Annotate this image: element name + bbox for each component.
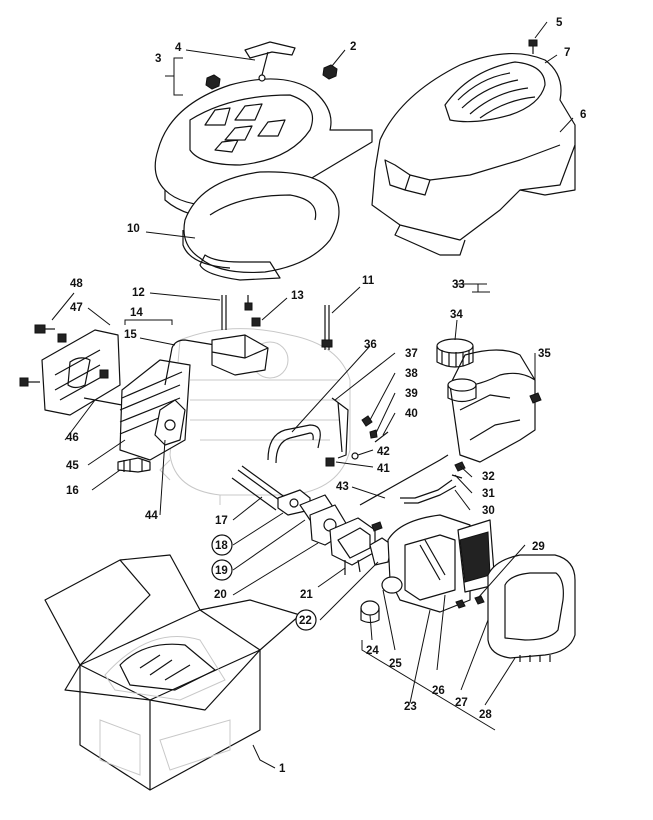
- label-42: 42: [377, 446, 390, 458]
- label-39: 39: [405, 388, 418, 400]
- label-7: 7: [564, 47, 570, 59]
- label-41: 41: [377, 463, 390, 475]
- label-28: 28: [479, 709, 492, 721]
- label-11: 11: [362, 275, 375, 287]
- label-19: 19: [215, 565, 228, 577]
- bolt-13: [251, 317, 261, 327]
- screw-5: [528, 39, 538, 54]
- label-23: 23: [404, 701, 417, 713]
- label-1: 1: [279, 763, 286, 775]
- label-31: 31: [482, 488, 495, 500]
- bolts-muffler: [19, 324, 123, 406]
- label-29: 29: [532, 541, 545, 553]
- ignition-coil: [164, 334, 269, 386]
- part-number-labels: 1 2 3 4 5 6 7 10 11 12 13 14 15 16 17 18…: [66, 17, 586, 775]
- label-46: 46: [66, 432, 79, 444]
- label-40: 40: [405, 408, 418, 420]
- label-27: 27: [455, 697, 468, 709]
- label-36: 36: [364, 339, 377, 351]
- label-22: 22: [299, 615, 312, 627]
- air-filter-cover: [487, 554, 576, 662]
- circled-label-rings: [211, 534, 317, 631]
- engine-shroud-right: [371, 53, 576, 256]
- label-5: 5: [556, 17, 563, 29]
- label-18: 18: [215, 540, 228, 552]
- label-20: 20: [214, 589, 227, 601]
- label-48: 48: [70, 278, 83, 290]
- label-16: 16: [66, 485, 79, 497]
- nut-3: [205, 74, 221, 90]
- label-43: 43: [336, 481, 349, 493]
- label-32: 32: [482, 471, 495, 483]
- label-15: 15: [124, 329, 137, 341]
- label-26: 26: [432, 685, 445, 697]
- fuel-cap: [436, 338, 474, 368]
- fuel-filter-parts: [451, 461, 466, 479]
- throttle-bracket: [325, 397, 389, 467]
- label-37: 37: [405, 348, 418, 360]
- label-17: 17: [215, 515, 228, 527]
- stud-12: [221, 295, 253, 330]
- label-13: 13: [291, 290, 304, 302]
- muffler-guard: [41, 329, 121, 416]
- stud-11: [321, 305, 333, 350]
- governor-link: [359, 454, 457, 506]
- label-34: 34: [450, 309, 463, 321]
- studs-17: [231, 465, 287, 511]
- label-45: 45: [66, 460, 79, 472]
- label-25: 25: [389, 658, 402, 670]
- label-44: 44: [145, 510, 158, 522]
- label-21: 21: [300, 589, 313, 601]
- label-12: 12: [132, 287, 145, 299]
- engine-shroud-left: [154, 78, 373, 281]
- leader-lines: [51, 21, 574, 769]
- label-6: 6: [580, 109, 586, 121]
- starter-handle: [244, 41, 296, 82]
- nut-2: [322, 64, 338, 80]
- label-10: 10: [127, 223, 140, 235]
- label-3: 3: [155, 53, 161, 65]
- label-2: 2: [350, 41, 356, 53]
- breather-tube: [267, 424, 321, 464]
- label-33: 33: [452, 279, 465, 291]
- muffler-gasket: [154, 399, 186, 446]
- label-14: 14: [130, 307, 143, 319]
- fuel-tank: [447, 349, 536, 463]
- label-24: 24: [366, 645, 379, 657]
- label-38: 38: [405, 368, 418, 380]
- label-47: 47: [70, 302, 83, 314]
- carburetor: [329, 517, 383, 575]
- spark-plug: [117, 457, 151, 473]
- air-filter-element: [457, 519, 496, 593]
- engine-box: [44, 554, 301, 791]
- label-35: 35: [538, 348, 551, 360]
- air-filter-base: [381, 514, 471, 613]
- label-30: 30: [482, 505, 495, 517]
- label-4: 4: [175, 42, 182, 54]
